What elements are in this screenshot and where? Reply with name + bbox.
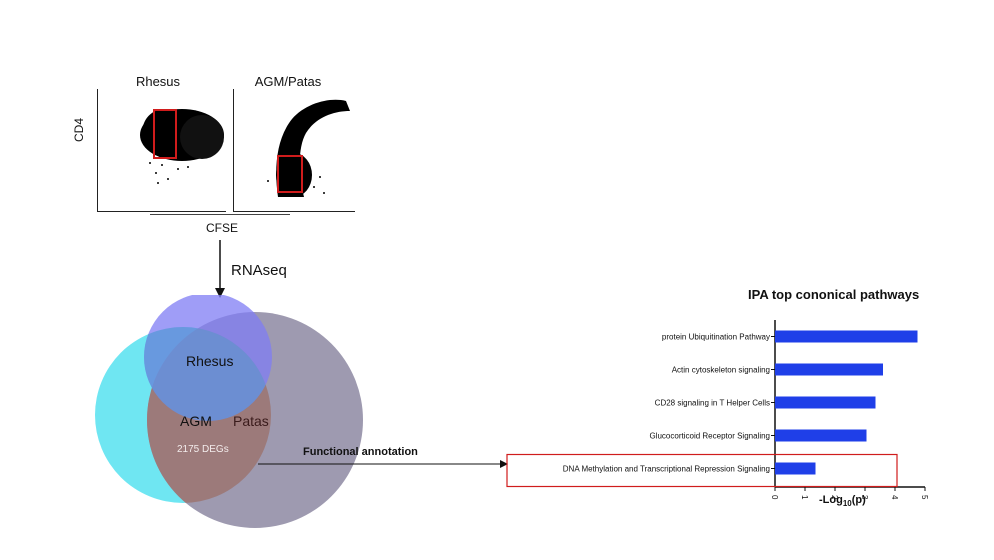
venn-diagram: [95, 295, 363, 528]
y-axis-label-cd4: CD4: [72, 117, 86, 142]
venn-label-agm: AGM: [180, 413, 212, 429]
cfse-axis-line: [150, 214, 290, 215]
chart-x-tick-label: 3: [860, 495, 869, 500]
venn-label-degs: 2175 DEGs: [177, 444, 229, 455]
rnaseq-label: RNAseq: [231, 262, 287, 279]
chart-title: IPA top cononical pathways: [748, 287, 920, 302]
chart-category-label: protein Ubiquitination Pathway: [662, 333, 770, 342]
chart-x-axis-label: -Log10(p): [819, 494, 866, 508]
right-arrow-icon: [258, 460, 508, 468]
chart-bar: [775, 429, 867, 442]
chart-category-label: Glucocorticoid Receptor Signaling: [649, 432, 770, 441]
chart-category-label: Actin cytoskeleton signaling: [672, 366, 770, 375]
chart-x-tick-label: 2: [830, 495, 839, 500]
gate-rhesus: [153, 109, 177, 159]
down-arrow-icon: [215, 240, 225, 298]
x-axis-label-subscript: 10: [842, 499, 852, 509]
chart-x-tick-label: 0: [770, 495, 779, 500]
chart-category-label: CD28 signaling in T Helper Cells: [655, 399, 770, 408]
chart-bar: [775, 462, 816, 475]
venn-label-rhesus: Rhesus: [186, 353, 234, 369]
gate-agm-patas: [277, 155, 303, 193]
flow-panel-agm-patas: [233, 89, 355, 212]
x-axis-label-cfse: CFSE: [206, 221, 239, 235]
chart-x-tick-label: 5: [920, 495, 929, 500]
chart-category-label: DNA Methylation and Transcriptional Repr…: [563, 465, 770, 474]
chart-bar: [775, 330, 918, 343]
x-axis-label-suffix: (p): [851, 494, 866, 506]
functional-annotation-label: Functional annotation: [303, 446, 418, 458]
x-axis-label-base: -Log: [819, 494, 843, 506]
chart-x-tick-label: 4: [890, 495, 899, 500]
panel-title-rhesus: Rhesus: [135, 74, 181, 89]
panel-title-agm-patas: AGM/Patas: [254, 74, 322, 89]
chart-bar: [775, 396, 876, 409]
venn-label-patas: Patas: [233, 413, 269, 429]
flow-panel-rhesus: [97, 89, 226, 212]
chart-bar: [775, 363, 883, 376]
highlight-box: [506, 453, 898, 488]
dot-plot-agm-patas: [267, 99, 350, 197]
venn-overlap-rhesus-agm: [144, 327, 271, 421]
chart-x-tick-label: 1: [800, 495, 809, 500]
